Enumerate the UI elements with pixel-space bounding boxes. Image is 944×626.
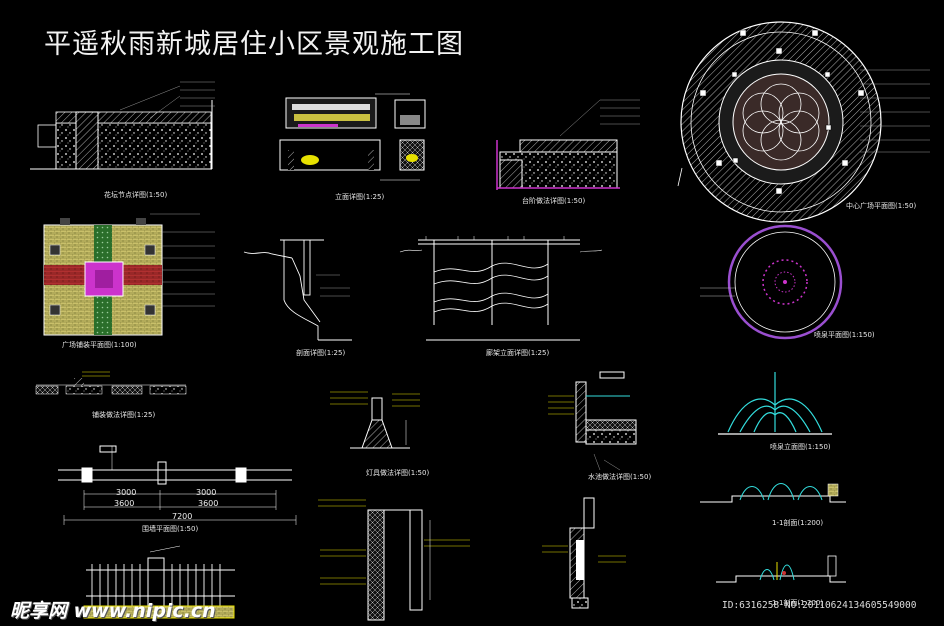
- image-id-text: ID:6316258 NO:20110624134605549000: [722, 600, 917, 611]
- pool-section: [548, 371, 637, 471]
- planter-detail: [30, 81, 215, 170]
- wall-plan: [58, 445, 297, 525]
- watermark-logo: 昵享网 www.nipic.cn: [10, 600, 216, 622]
- fountain-plan: [700, 224, 843, 340]
- caption-fountain-elevation: 喷泉立面图(1:150): [770, 443, 831, 451]
- caption-section-lower: 1-1剖面(1:200): [772, 599, 824, 607]
- caption-planter-detail: 花坛节点详图(1:50): [104, 191, 168, 199]
- caption-plaza-plan: 中心广场平面图(1:50): [846, 202, 917, 210]
- section-1-1-upper: [700, 483, 846, 503]
- fountain-elevation: [718, 372, 832, 435]
- caption-pergola: 廊架立面详图(1:25): [486, 349, 550, 357]
- caption-step-section: 台阶做法详图(1:50): [522, 197, 586, 205]
- caption-fountain-plan: 喷泉平面图(1:150): [814, 331, 875, 339]
- dim-3000-left: 3000: [116, 488, 137, 497]
- pillar-section: [318, 499, 470, 621]
- dim-3600-right: 3600: [198, 499, 219, 508]
- central-plaza-plan: [677, 21, 930, 223]
- post-detail: [542, 497, 626, 609]
- caption-paving-plan: 广场铺装平面图(1:100): [62, 341, 137, 349]
- caption-paving-section: 铺装做法详图(1:25): [92, 411, 156, 419]
- fence-elevation: [83, 545, 235, 619]
- caption-wall-plan: 围墙平面图(1:50): [142, 525, 199, 533]
- paving-plan: [43, 213, 215, 336]
- dim-7200-total: 7200: [172, 512, 193, 521]
- caption-section-upper: 1-1剖面(1:200): [772, 519, 824, 527]
- caption-wall-section: 剖面详图(1:25): [296, 349, 346, 357]
- caption-lamp-detail: 灯具做法详图(1:50): [366, 469, 430, 477]
- dim-3600-left: 3600: [114, 499, 135, 508]
- caption-pool-section: 水池做法详图(1:50): [588, 473, 652, 481]
- bench-elevation: [279, 93, 426, 181]
- section-1-1-lower: [716, 555, 846, 583]
- caption-bench-elevation: 立面详图(1:25): [335, 193, 385, 201]
- drawing-title: 平遥秋雨新城居住小区景观施工图: [44, 29, 464, 60]
- lamp-detail: [330, 391, 420, 449]
- paving-section: [35, 371, 187, 395]
- wall-section: [243, 239, 352, 341]
- step-section: [496, 99, 640, 190]
- dim-3000-right: 3000: [196, 488, 217, 497]
- pergola-elevation: [399, 236, 603, 341]
